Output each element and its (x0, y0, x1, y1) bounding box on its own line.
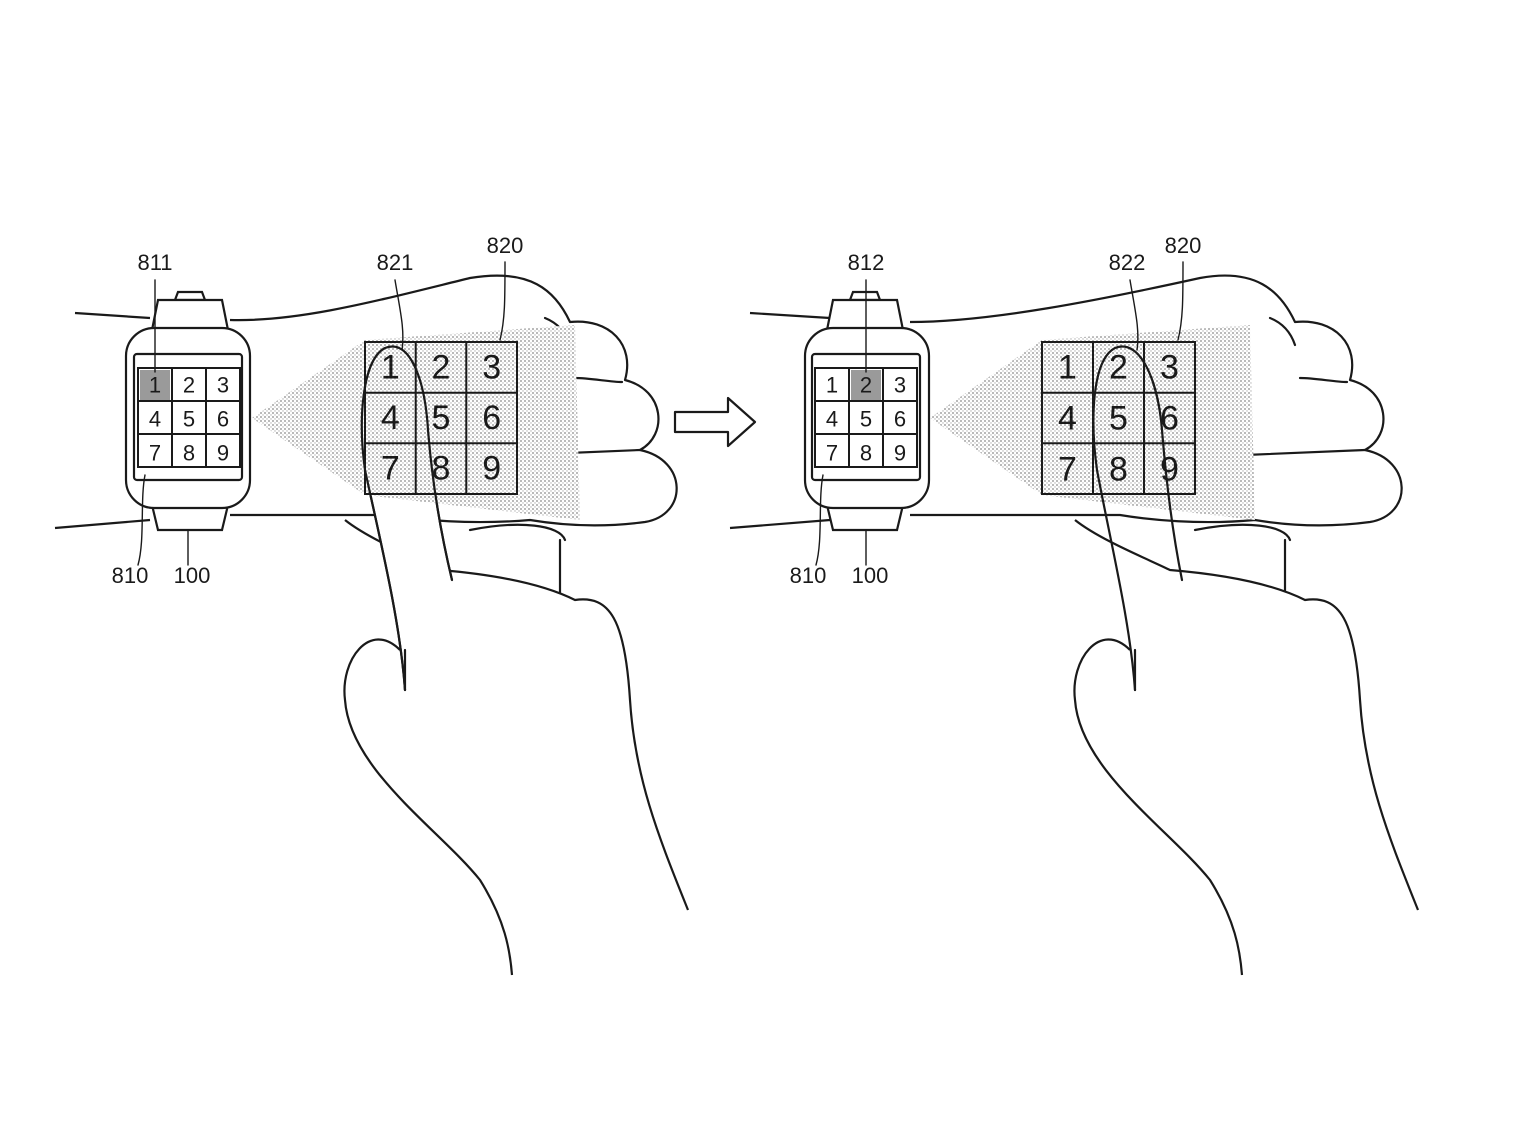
key-2: 2 (183, 373, 195, 398)
key-6: 6 (1160, 400, 1179, 438)
ref-label-820: 820 (1165, 233, 1202, 258)
key-4: 4 (149, 407, 161, 432)
watch-crown (173, 290, 207, 302)
ref-label-810: 810 (112, 563, 149, 588)
key-2: 2 (432, 348, 451, 386)
key-1: 1 (1058, 349, 1077, 387)
key-5: 5 (860, 407, 872, 432)
key-3: 3 (1160, 349, 1179, 387)
key-5: 5 (183, 407, 195, 432)
key-8: 8 (183, 441, 195, 466)
ref-label-100: 100 (852, 563, 889, 588)
highlighted-key (851, 370, 881, 400)
ref-label-811: 811 (137, 250, 172, 275)
key-9: 9 (217, 441, 229, 466)
key-7: 7 (826, 441, 838, 466)
key-5: 5 (1109, 400, 1128, 438)
key-1: 1 (826, 373, 838, 398)
ref-label-820: 820 (487, 233, 524, 258)
key-6: 6 (482, 399, 501, 437)
key-9: 9 (482, 450, 501, 488)
key-8: 8 (432, 450, 451, 488)
index-finger (1092, 345, 1184, 692)
key-3: 3 (217, 373, 229, 398)
ref-label-812: 812 (848, 250, 885, 275)
ref-label-822: 822 (1109, 250, 1146, 275)
key-4: 4 (381, 399, 400, 437)
key-8: 8 (1109, 451, 1128, 489)
key-4: 4 (1058, 400, 1077, 438)
key-5: 5 (432, 399, 451, 437)
key-2: 2 (860, 373, 872, 398)
key-3: 3 (894, 373, 906, 398)
key-3: 3 (482, 348, 501, 386)
key-6: 6 (894, 407, 906, 432)
watch-crown (848, 290, 882, 302)
key-9: 9 (1160, 451, 1179, 489)
highlighted-key (140, 370, 170, 400)
ref-label-821: 821 (377, 250, 414, 275)
ref-label-100: 100 (174, 563, 211, 588)
key-7: 7 (1058, 451, 1077, 489)
ref-label-810: 810 (790, 563, 827, 588)
key-2: 2 (1109, 349, 1128, 387)
right-arrow-icon (673, 396, 757, 448)
pointing-hand (1073, 519, 1420, 976)
key-4: 4 (826, 407, 838, 432)
key-8: 8 (860, 441, 872, 466)
key-9: 9 (894, 441, 906, 466)
key-1: 1 (149, 373, 161, 398)
key-6: 6 (217, 407, 229, 432)
key-1: 1 (381, 348, 400, 386)
key-7: 7 (149, 441, 161, 466)
key-7: 7 (381, 450, 400, 488)
